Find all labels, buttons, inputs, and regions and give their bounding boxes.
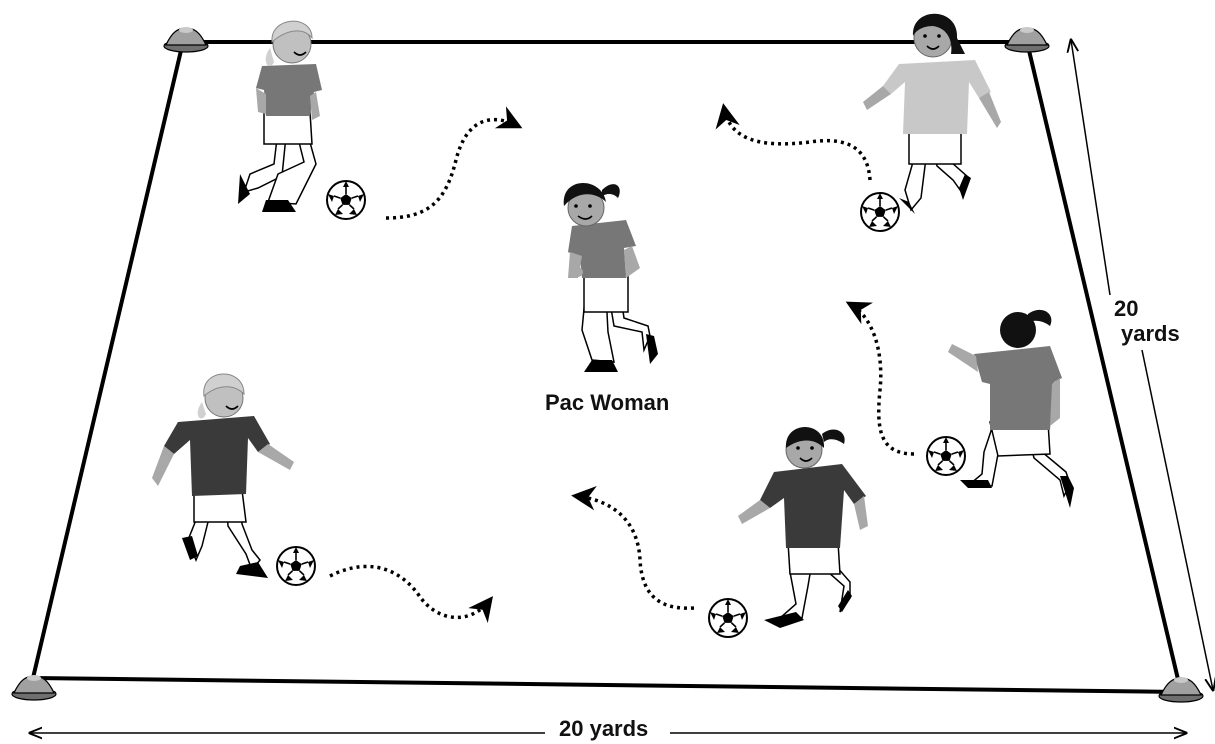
dashed-arrow-icon: [845, 301, 915, 456]
player-icon: [152, 373, 294, 578]
soccer-ball-icon: [708, 598, 748, 638]
player-icon: [738, 427, 868, 628]
soccer-ball-icon: [860, 192, 900, 232]
depth-dimension-arrow: [1071, 40, 1111, 296]
dashed-arrow-icon: [571, 485, 695, 610]
soccer-ball-icon: [926, 436, 966, 476]
cone-icon: [1004, 26, 1050, 53]
dashed-arrow-icon: [715, 103, 872, 181]
player-icon: [863, 13, 1001, 214]
player-icon: [238, 20, 322, 212]
pac-woman-player-icon: [563, 182, 658, 372]
player-icon: [948, 309, 1074, 508]
field-depth-unit-label: yards: [1121, 321, 1180, 346]
soccer-ball-icon: [276, 546, 316, 586]
field-depth-value-label: 20: [1114, 296, 1139, 321]
cone-icon: [163, 26, 209, 53]
depth-dimension-arrow: [1141, 349, 1213, 690]
cone-icon: [1158, 676, 1204, 703]
field-width-label: 20 yards: [553, 718, 655, 740]
soccer-ball-icon: [326, 180, 366, 220]
dashed-arrow-icon: [329, 564, 493, 624]
pac-woman-label: Pac Woman: [545, 390, 670, 415]
dashed-arrow-icon: [385, 106, 523, 220]
